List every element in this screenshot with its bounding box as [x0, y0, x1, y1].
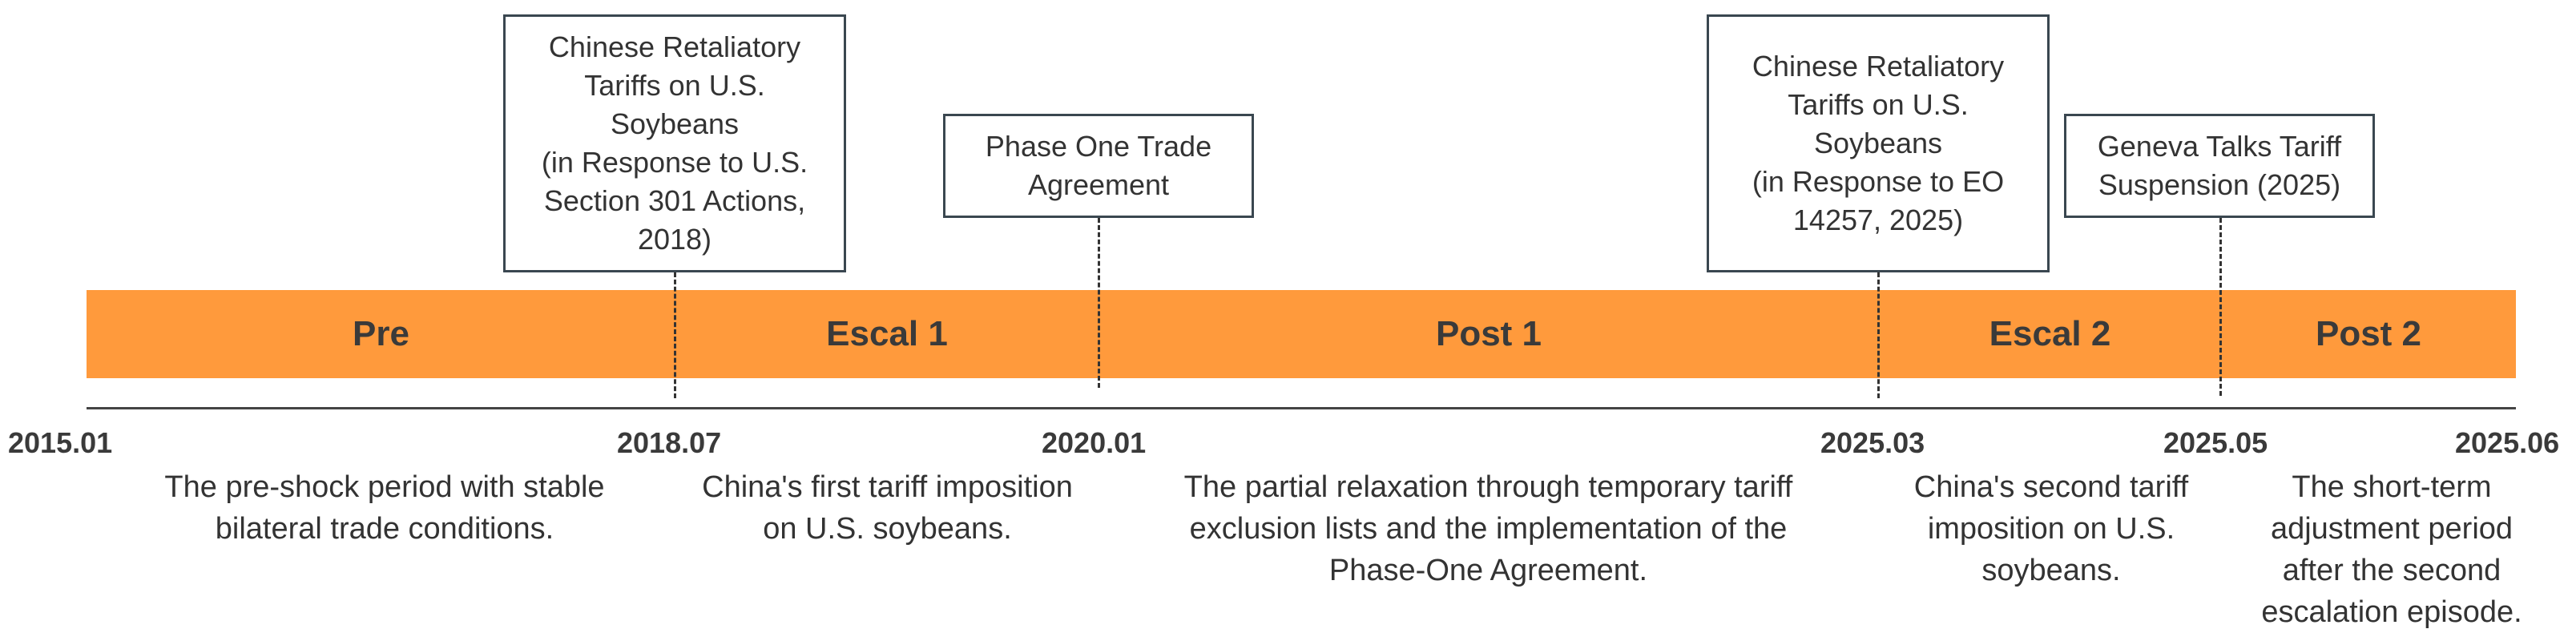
phase-label-post-2: Post 2 [2315, 314, 2422, 353]
tick-label-2018-07: 2018.07 [617, 426, 722, 459]
tick-label-2025-06: 2025.06 [2455, 426, 2560, 459]
phase-label-pre: Pre [353, 314, 409, 353]
event-text-tariffs-2018: Chinese Retaliatory Tariffs on U.S. Soyb… [541, 30, 808, 256]
event-box-tariffs-2018: Chinese Retaliatory Tariffs on U.S. Soyb… [503, 14, 846, 272]
event-connector-2018-07 [674, 272, 676, 398]
phase-label-post-1: Post 1 [1435, 314, 1542, 353]
phase-description-post-1: The partial relaxation through temporary… [1183, 470, 1793, 587]
tick-label-2015-01: 2015.01 [8, 426, 113, 459]
event-connector-2025-05 [2219, 218, 2222, 396]
phase-description-pre: The pre-shock period with stable bilater… [164, 470, 605, 546]
event-box-geneva: Geneva Talks Tariff Suspension (2025) [2064, 114, 2375, 218]
phase-description-escal-2: China's second tariff imposition on U.S.… [1913, 470, 2189, 587]
event-text-geneva: Geneva Talks Tariff Suspension (2025) [2097, 130, 2342, 201]
tick-label-2025-05: 2025.05 [2163, 426, 2268, 459]
tick-label-2020-01: 2020.01 [1042, 426, 1147, 459]
event-text-tariffs-2025: Chinese Retaliatory Tariffs on U.S. Soyb… [1752, 50, 2005, 236]
event-connector-2020-01 [1098, 218, 1100, 388]
event-text-phase-one: Phase One Trade Agreement [985, 130, 1212, 201]
event-connector-2025-03 [1877, 272, 1880, 398]
time-axis [87, 407, 2516, 409]
phase-band [87, 290, 2516, 378]
event-box-phase-one: Phase One Trade Agreement [943, 114, 1254, 218]
event-box-tariffs-2025: Chinese Retaliatory Tariffs on U.S. Soyb… [1707, 14, 2050, 272]
phase-label-escal-2: Escal 2 [1989, 314, 2111, 353]
phase-description-post-2: The short-term adjustment period after t… [2261, 470, 2522, 629]
tick-label-2025-03: 2025.03 [1820, 426, 1925, 459]
phase-description-escal-1: China's first tariff imposition on U.S. … [702, 470, 1073, 546]
phase-label-escal-1: Escal 1 [826, 314, 948, 353]
